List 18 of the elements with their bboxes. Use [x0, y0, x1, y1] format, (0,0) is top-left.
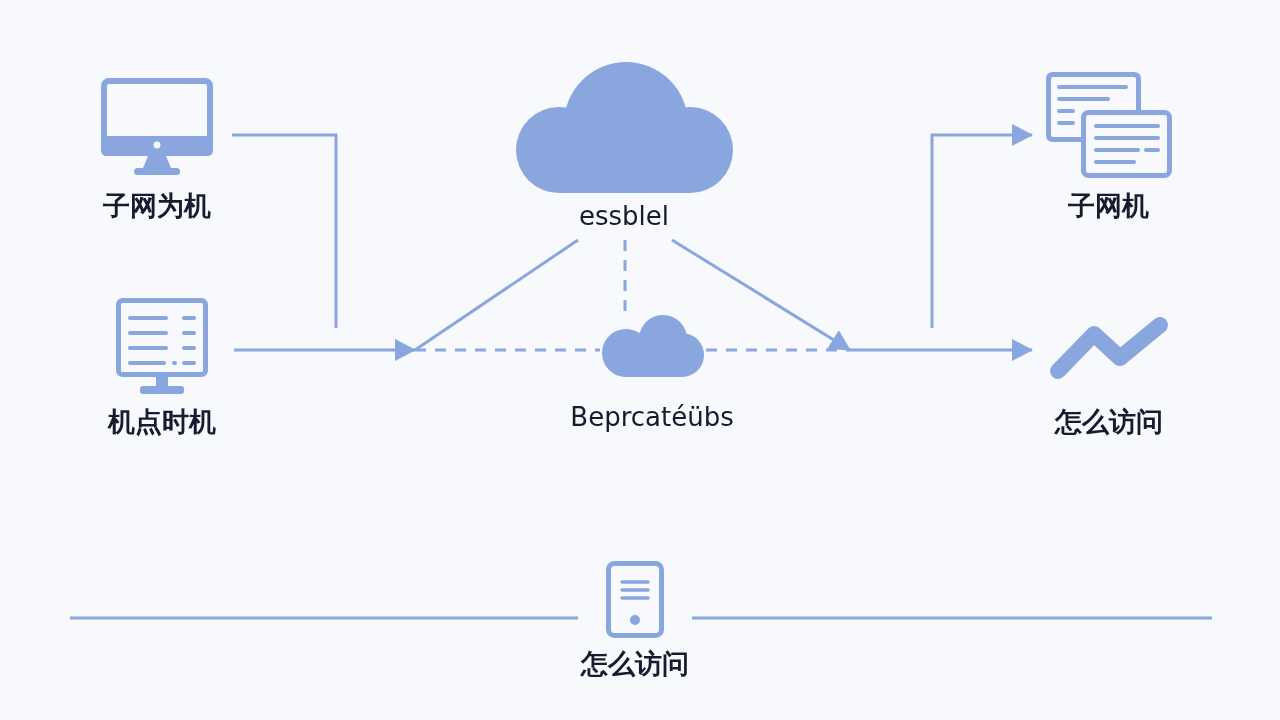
connector-line: [70, 616, 578, 620]
arrow: [234, 339, 416, 361]
dashed-line: [415, 348, 600, 352]
dashed-line: [706, 348, 850, 352]
node-caption: Beprcatéübs: [570, 402, 734, 434]
connector-line: [692, 616, 1212, 620]
arrow: [671, 238, 851, 352]
arrow: [930, 124, 1033, 328]
node-label: 怎么访问: [581, 648, 689, 681]
node-label: 子网机: [1068, 190, 1149, 223]
connector-line: [414, 238, 579, 352]
node-label: 怎么访问: [1054, 406, 1163, 439]
node-label: essblel: [578, 201, 669, 233]
connector-line: [232, 133, 338, 328]
dashed-line: [623, 240, 627, 313]
arrow: [850, 339, 1033, 361]
node-label: 子网为机: [103, 190, 211, 223]
node-label: 机点时机: [108, 406, 216, 439]
